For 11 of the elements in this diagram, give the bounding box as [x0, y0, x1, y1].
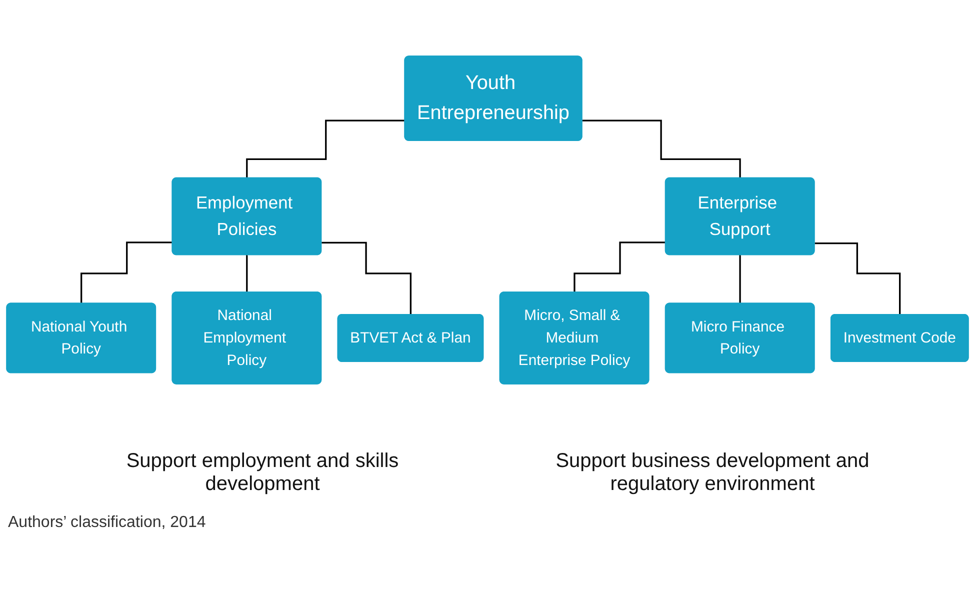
connector [246, 254, 248, 294]
connector [739, 254, 742, 304]
bracket-note: Support business development and regulatory environment [554, 450, 870, 496]
connector [246, 120, 406, 180]
bracket-note: Support employment and skills development [125, 450, 400, 496]
connector [574, 242, 666, 294]
connector [322, 242, 412, 316]
connector [814, 242, 901, 316]
connector [582, 120, 742, 180]
connector [80, 242, 173, 304]
caption: Authors’ classification, 2014 [8, 514, 206, 532]
